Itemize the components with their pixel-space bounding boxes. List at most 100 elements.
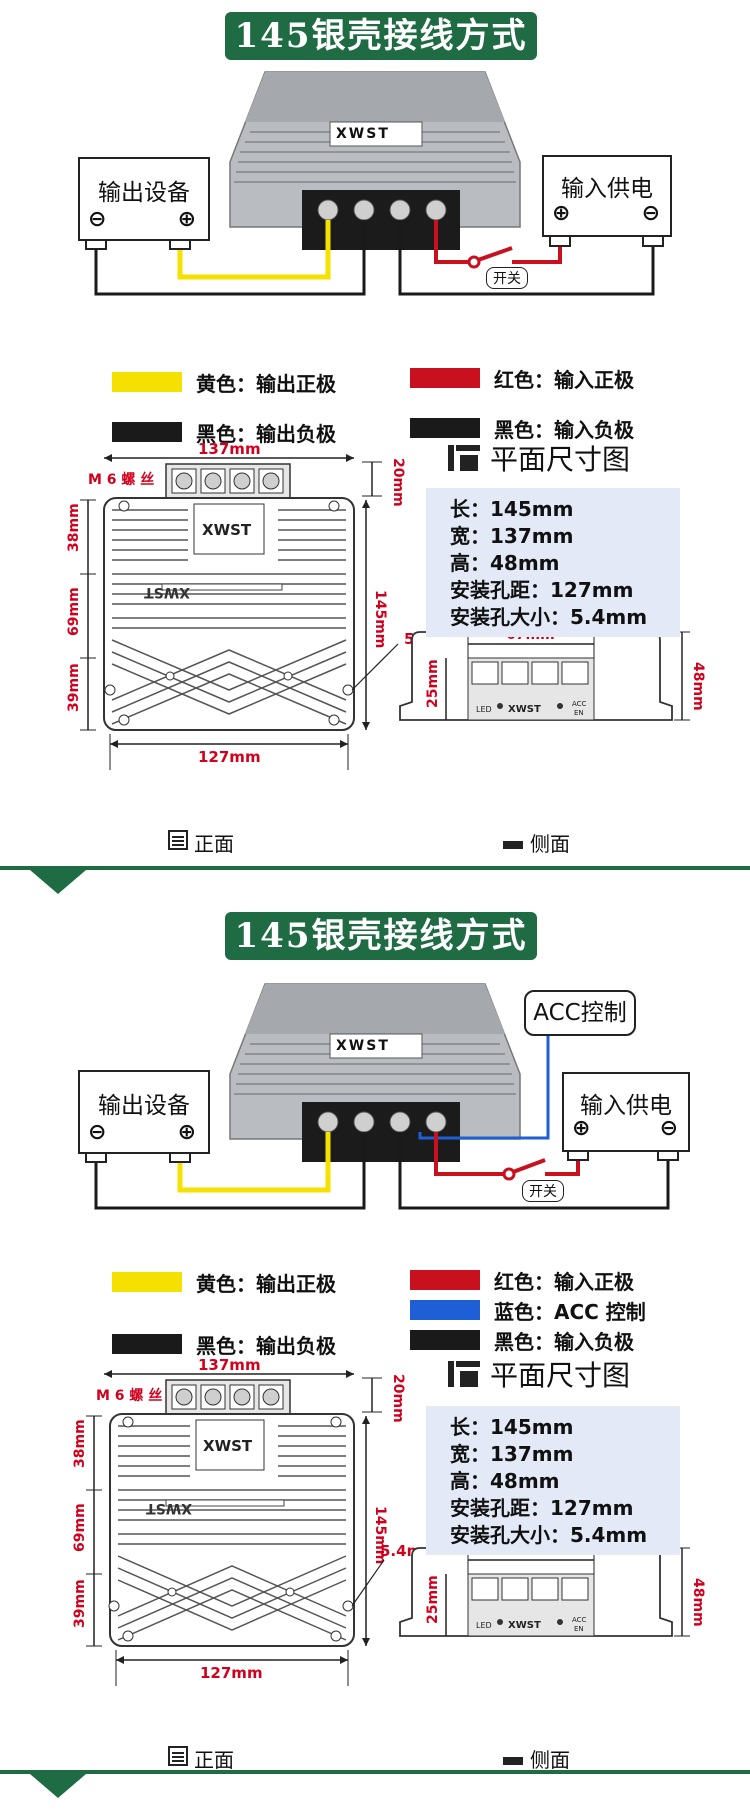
side-led-label: LED bbox=[476, 1621, 492, 1630]
side-led-label: LED bbox=[476, 705, 492, 714]
output-device-box: 输出设备 ⊖ ⊕ bbox=[78, 1070, 210, 1154]
dim-seg3: 39mm bbox=[66, 663, 82, 712]
dim-seg1: 38mm bbox=[72, 1419, 88, 1468]
dim-screw: M 6 螺 丝 bbox=[96, 1387, 162, 1404]
dims-title: 平面尺寸图 bbox=[446, 1354, 630, 1394]
swatch bbox=[410, 368, 480, 388]
wiring-section-standard: 145银壳接线方式 bbox=[0, 0, 750, 898]
converter-body bbox=[229, 983, 521, 1140]
input-power-label: 输入供电 bbox=[580, 1093, 672, 1119]
legend-text: 红色：输入正极 bbox=[494, 367, 634, 392]
black-input-wire bbox=[398, 220, 655, 296]
output-minus-symbol: ⊖ bbox=[88, 207, 107, 232]
front-view-svg: 137mm M 6 螺 丝 20mm 38mm bbox=[72, 1356, 706, 1686]
black-output-wire bbox=[94, 1132, 366, 1210]
wiring-svg bbox=[85, 983, 679, 1210]
front-brand-mirror: XWST bbox=[146, 1500, 192, 1516]
side-caption-text: 侧面 bbox=[530, 1748, 570, 1772]
side-caption: 侧面 bbox=[502, 1744, 570, 1773]
divider-notch bbox=[30, 870, 86, 894]
legend-text: 黄色：输出正极 bbox=[196, 371, 336, 396]
blue-wire bbox=[418, 1032, 550, 1140]
wiring-section-acc: 145银壳接线方式 bbox=[0, 900, 750, 1798]
legend-yellow: 黄色：输出正极 bbox=[112, 368, 336, 396]
input-minus-symbol: ⊖ bbox=[659, 1116, 678, 1141]
legend-red: 红色：输入正极 bbox=[410, 1266, 634, 1294]
dim-side-h1: 25mm bbox=[425, 1575, 441, 1624]
side-en-label: EN bbox=[574, 709, 584, 717]
dim-length: 145mm bbox=[372, 590, 388, 648]
dim-terminal-h: 20mm bbox=[390, 1374, 406, 1423]
output-device-label: 输出设备 bbox=[98, 1093, 190, 1119]
side-view bbox=[399, 631, 690, 721]
red-wire bbox=[434, 1132, 505, 1176]
side-view bbox=[399, 1547, 690, 1637]
legend-yellow: 黄色：输出正极 bbox=[112, 1268, 336, 1296]
legend-text: 蓝色：ACC 控制 bbox=[494, 1299, 646, 1324]
plan-icon bbox=[446, 1359, 482, 1389]
side-brand-label: XWST bbox=[508, 1620, 541, 1631]
swatch bbox=[410, 1300, 480, 1320]
legend-black-output: 黑色：输出负极 bbox=[112, 418, 336, 446]
dim-length: 145mm bbox=[372, 1506, 388, 1564]
spec-hole-pitch: 安装孔距：127mm bbox=[450, 578, 634, 602]
side-caption-text: 侧面 bbox=[530, 832, 570, 856]
divider-notch bbox=[30, 1774, 86, 1798]
input-power-box: 输入供电 ⊕ ⊖ bbox=[562, 1072, 690, 1152]
legend-black-input: 黑色：输入负极 bbox=[410, 1326, 634, 1354]
swatch bbox=[410, 1330, 480, 1350]
plan-icon bbox=[446, 443, 482, 473]
dim-seg2: 69mm bbox=[72, 1503, 88, 1552]
spec-hole-size: 安装孔大小：5.4mm bbox=[450, 1523, 648, 1547]
spec-width: 宽：137mm bbox=[450, 524, 574, 548]
front-brand-label: XWST bbox=[203, 1437, 253, 1455]
input-plus-symbol: ⊕ bbox=[552, 201, 571, 226]
front-brand-mirror: XWST bbox=[144, 584, 190, 600]
dim-side-h1: 25mm bbox=[425, 659, 441, 708]
swatch bbox=[410, 418, 480, 438]
switch-label: 开关 bbox=[522, 1180, 564, 1202]
legend-text: 黑色：输出负极 bbox=[196, 1333, 336, 1358]
swatch bbox=[112, 1272, 182, 1292]
wiring-diagram: XWST 输出设备 ⊖ ⊕ 输入供电 ⊕ ⊖ 开关 bbox=[0, 62, 750, 362]
legend-black-input: 黑色：输入负极 bbox=[410, 414, 634, 442]
input-minus-symbol: ⊖ bbox=[641, 201, 660, 226]
dim-width-top: 137mm bbox=[198, 1356, 261, 1374]
yellow-wire bbox=[177, 220, 331, 280]
legend-text: 黑色：输入负极 bbox=[494, 1329, 634, 1354]
switch-label: 开关 bbox=[486, 267, 528, 289]
wiring-diagram-acc: XWST ACC控制 输出设备 ⊖ ⊕ 输入供电 ⊕ ⊖ 开关 bbox=[0, 962, 750, 1262]
section-divider bbox=[0, 866, 750, 870]
output-device-box: 输出设备 ⊖ ⊕ bbox=[78, 157, 210, 241]
switch-lever bbox=[512, 1158, 546, 1174]
dim-hole-pitch: 127mm bbox=[200, 1664, 263, 1682]
side-view-icon bbox=[502, 831, 524, 855]
front-caption-text: 正面 bbox=[194, 832, 234, 856]
front-caption: 正面 bbox=[168, 1744, 234, 1773]
dimension-drawing: 137mm M 6 螺 丝 20mm bbox=[0, 440, 750, 890]
dim-seg2: 69mm bbox=[66, 587, 82, 636]
spec-panel: 长：145mm 宽：137mm 高：48mm 安装孔距：127mm 安装孔大小：… bbox=[426, 488, 680, 637]
acc-control-box: ACC控制 bbox=[524, 990, 636, 1036]
spec-height: 高：48mm bbox=[450, 551, 560, 575]
dims-title-text: 平面尺寸图 bbox=[490, 443, 631, 476]
dim-terminal-h: 20mm bbox=[390, 458, 406, 507]
dim-width-top: 137mm bbox=[198, 440, 261, 458]
input-power-label: 输入供电 bbox=[561, 176, 653, 202]
legend-text: 黑色：输入负极 bbox=[494, 417, 634, 442]
section-divider bbox=[0, 1770, 750, 1774]
dim-hole-pitch: 127mm bbox=[198, 748, 261, 766]
legend-red: 红色：输入正极 bbox=[410, 364, 634, 392]
swatch bbox=[112, 372, 182, 392]
section-title: 145银壳接线方式 bbox=[225, 12, 537, 60]
section-title: 145银壳接线方式 bbox=[225, 912, 537, 960]
spec-panel: 长：145mm 宽：137mm 高：48mm 安装孔距：127mm 安装孔大小：… bbox=[426, 1406, 680, 1555]
spec-height: 高：48mm bbox=[450, 1469, 560, 1493]
legend-blue: 蓝色：ACC 控制 bbox=[410, 1296, 646, 1324]
dims-title: 平面尺寸图 bbox=[446, 438, 630, 478]
side-brand-label: XWST bbox=[508, 704, 541, 715]
legend-text: 黑色：输出负极 bbox=[196, 421, 336, 446]
output-minus-symbol: ⊖ bbox=[88, 1120, 107, 1145]
swatch bbox=[112, 422, 182, 442]
swatch bbox=[112, 1334, 182, 1354]
